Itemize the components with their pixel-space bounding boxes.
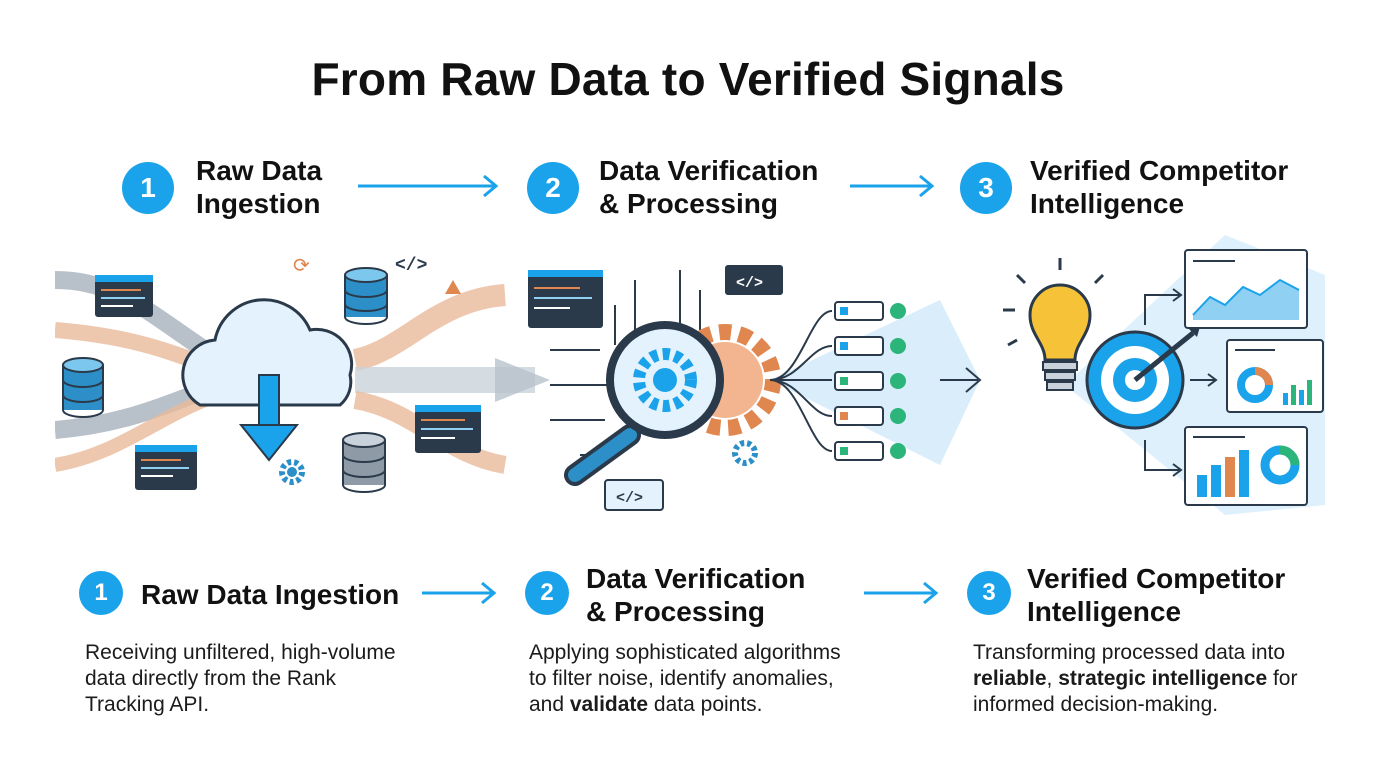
step-3-title: Verified Competitor Intelligence: [1027, 562, 1285, 628]
step-1-description: Receiving unfiltered, high-volume data d…: [85, 640, 396, 718]
step-3-description: Transforming processed data into reliabl…: [973, 640, 1297, 718]
code-window-icon: </>: [725, 265, 783, 295]
svg-text:</>: </>: [736, 275, 763, 292]
dashboard-chart-icon: [1184, 249, 1308, 329]
raw-data-ingestion-illustration: </> ⟳: [55, 253, 550, 493]
code-window-icon: [528, 270, 603, 328]
magnifier-gear-icon: [564, 321, 724, 486]
step-1-desc-line3: Tracking API.: [85, 693, 210, 716]
flow-arrow-icon: [358, 174, 499, 198]
flow-arrow-icon: [850, 174, 935, 198]
step-3-badge: 3: [960, 162, 1012, 214]
gear-icon: [732, 440, 758, 466]
code-window-icon: [95, 275, 153, 317]
step-2-heading: Data Verification & Processing: [599, 154, 818, 220]
gear-icon: [279, 459, 305, 485]
svg-text:</>: </>: [616, 490, 643, 507]
database-icon: [344, 267, 388, 325]
step-3-badge: 3: [967, 571, 1011, 615]
code-window-icon: [415, 405, 481, 453]
cloud-download-icon: [181, 298, 354, 462]
step-1-badge: 1: [122, 162, 174, 214]
step-2-description: Applying sophisticated algorithms to fil…: [529, 640, 841, 718]
database-icon: [342, 432, 386, 493]
step-3-title-line2: Intelligence: [1027, 596, 1182, 627]
step-3-heading-line2: Intelligence: [1030, 188, 1185, 219]
code-window-icon: </>: [604, 479, 664, 511]
emphasis-strategic-intelligence: strategic intelligence: [1058, 667, 1268, 690]
step-1-desc-line2: data directly from the Rank: [85, 667, 336, 690]
step-3-desc-line2: reliable, strategic intelligence for: [973, 667, 1298, 690]
lightbulb-icon: [1003, 258, 1105, 391]
step-2-title: Data Verification & Processing: [586, 562, 805, 628]
checklist-icon: [769, 301, 906, 461]
step-3-desc-line3: informed decision-making.: [973, 693, 1219, 716]
step-1-badge: 1: [79, 571, 123, 615]
step-1-heading-line1: Raw Data: [196, 155, 323, 186]
step-2-badge: 2: [527, 162, 579, 214]
database-icon: [62, 357, 104, 418]
step-2-title-line2: & Processing: [586, 596, 765, 627]
step-3-heading-line1: Verified Competitor: [1030, 155, 1289, 186]
verified-intelligence-illustration: [1003, 235, 1325, 515]
step-1-title: Raw Data Ingestion: [141, 578, 399, 611]
flow-arrow-icon: [422, 581, 497, 605]
step-2-desc-line2: to filter noise, identify anomalies,: [529, 667, 834, 690]
emphasis-reliable: reliable: [973, 667, 1047, 690]
step-2-title-line1: Data Verification: [586, 563, 806, 594]
dashboard-chart-icon: [1226, 339, 1324, 413]
step-1-desc-line1: Receiving unfiltered, high-volume: [85, 641, 396, 664]
page-title: From Raw Data to Verified Signals: [311, 53, 1065, 105]
step-2-heading-line1: Data Verification: [599, 155, 819, 186]
step-1-title-line1: Raw Data Ingestion: [141, 579, 400, 610]
target-arrow-icon: [1085, 323, 1201, 430]
flow-arrow-icon: [864, 581, 939, 605]
step-2-desc-line1: Applying sophisticated algorithms: [529, 641, 841, 664]
emphasis-validate: validate: [569, 693, 649, 716]
code-tag: </>: [395, 256, 427, 276]
step-3-title-line1: Verified Competitor: [1027, 563, 1286, 594]
step-1-heading-line2: Ingestion: [196, 188, 321, 219]
verification-illustration: </> </>: [528, 265, 982, 511]
step-2-heading-line2: & Processing: [599, 188, 778, 219]
step-2-desc-line3: and validate data points.: [529, 693, 763, 716]
svg-text:⟳: ⟳: [293, 253, 310, 277]
code-window-icon: [135, 445, 197, 490]
dashboard-chart-icon: [1184, 426, 1308, 506]
step-1-heading: Raw Data Ingestion: [196, 154, 322, 220]
step-2-badge: 2: [525, 571, 569, 615]
step-3-desc-line1: Transforming processed data into: [973, 641, 1286, 664]
step-3-heading: Verified Competitor Intelligence: [1030, 154, 1288, 220]
